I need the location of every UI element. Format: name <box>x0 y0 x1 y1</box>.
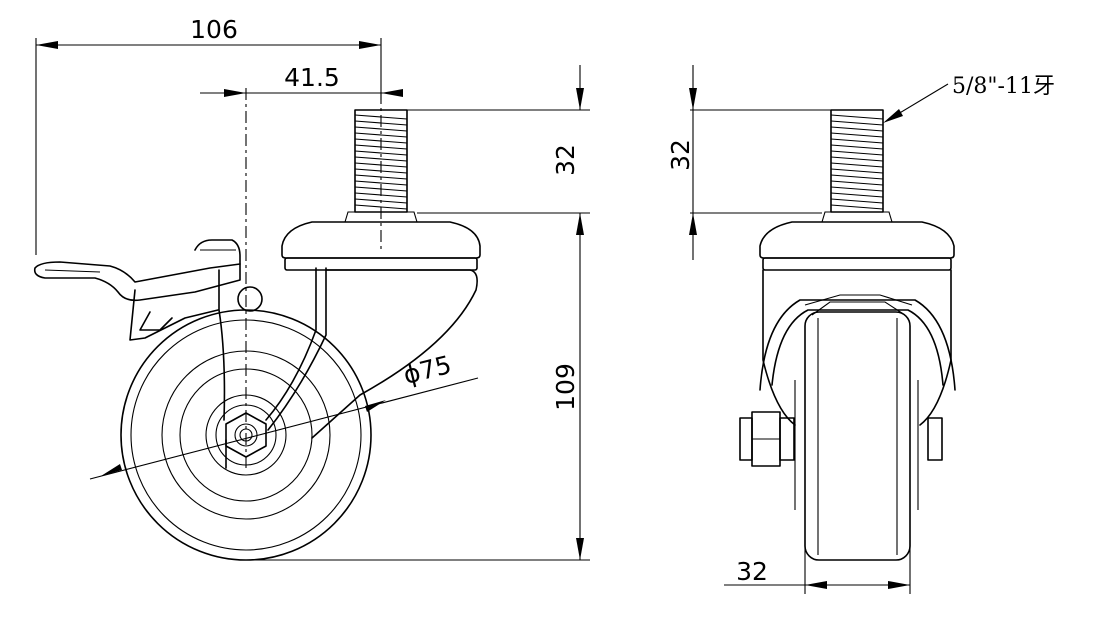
dim-stem-offset: 41.5 <box>200 63 403 97</box>
front-view <box>739 109 956 561</box>
dim-stem-length-side-text: 32 <box>551 144 580 176</box>
dim-stem-length-front-text: 32 <box>666 139 695 171</box>
front-swivel-head <box>759 221 955 271</box>
dim-stem-length-front: 32 <box>666 65 831 260</box>
front-threaded-stem <box>821 109 893 223</box>
side-view <box>33 109 481 561</box>
dim-overall-width-text: 106 <box>190 15 238 44</box>
side-swivel-head <box>281 211 481 271</box>
dim-wheel-diameter-text: ϕ75 <box>400 350 454 390</box>
dim-stem-offset-text: 41.5 <box>284 63 340 92</box>
diameter-leader <box>89 377 479 480</box>
dim-overall-width: 106 <box>35 15 382 255</box>
front-fork <box>759 269 956 426</box>
thread-spec-callout: 5/8"-11牙 <box>883 74 1055 123</box>
thread-spec-text: 5/8"-11牙 <box>952 74 1055 99</box>
dim-wheel-width: 32 <box>724 540 911 594</box>
front-axle-bolt <box>739 411 943 467</box>
dim-stem-length-side: 32 <box>407 65 590 214</box>
dim-height-text: 109 <box>551 363 580 411</box>
side-brake-lever <box>33 239 241 341</box>
dim-wheel-width-text: 32 <box>736 557 768 586</box>
front-wheel <box>794 311 919 561</box>
side-fork <box>218 267 478 469</box>
dim-height: 109 <box>246 213 590 561</box>
